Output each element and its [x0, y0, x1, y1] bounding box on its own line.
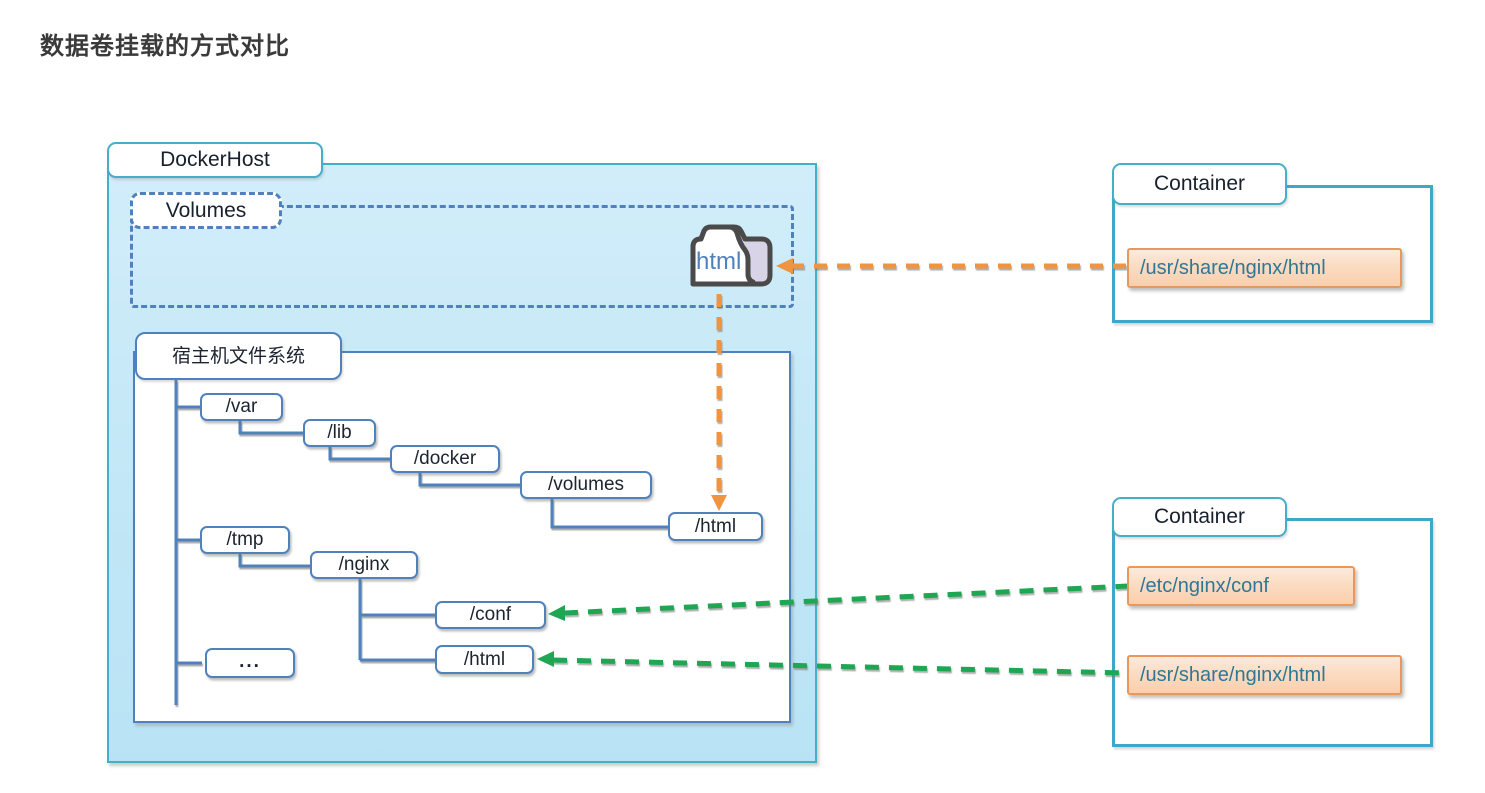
page-title: 数据卷挂载的方式对比: [40, 33, 290, 60]
container-1-path-html: /usr/share/nginx/html: [1127, 248, 1402, 288]
host-fs-label: 宿主机文件系统: [135, 332, 342, 380]
container-2-path-html: /usr/share/nginx/html: [1127, 655, 1402, 695]
fs-node-conf: /conf: [435, 601, 546, 629]
volume-folder-icon: html: [690, 224, 773, 287]
dockerhost-label: DockerHost: [107, 142, 323, 178]
volume-mount-arrow-horizontal: [776, 258, 1128, 274]
volumes-region: [130, 205, 794, 308]
fs-node-ellipsis: ...: [205, 648, 295, 678]
fs-node-var: /var: [200, 393, 283, 421]
container-2-path-conf: /etc/nginx/conf: [1127, 566, 1355, 606]
fs-node-html-volume: /html: [668, 512, 763, 541]
fs-node-nginx: /nginx: [310, 551, 418, 579]
fs-node-volumes: /volumes: [520, 471, 652, 499]
volume-folder-label: html: [696, 248, 741, 275]
fs-node-html-bind: /html: [435, 645, 534, 674]
fs-node-lib: /lib: [303, 419, 376, 447]
fs-node-docker: /docker: [390, 445, 500, 473]
volumes-label: Volumes: [130, 192, 282, 229]
container-2-label: Container: [1112, 497, 1287, 537]
fs-node-tmp: /tmp: [200, 526, 290, 554]
container-2-box: [1112, 518, 1433, 747]
container-1-label: Container: [1112, 163, 1287, 205]
